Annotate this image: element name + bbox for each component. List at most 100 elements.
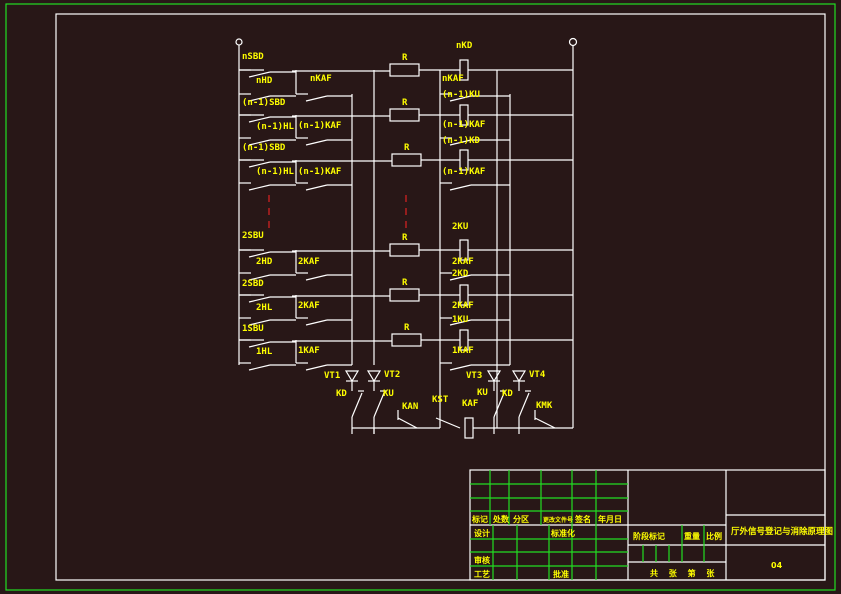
label-ku-left: KU [383, 389, 394, 399]
drawing-number: 04 [771, 561, 783, 570]
resistor-label: R [404, 143, 410, 153]
right-label: 2KAF [452, 301, 474, 311]
contact-down-blade [248, 274, 271, 281]
resistor [389, 243, 420, 257]
left-label: (n-1)SBD [242, 143, 286, 153]
right-label: nKD [456, 41, 473, 51]
right-label: 2KD [452, 269, 469, 279]
contact-kmk [534, 417, 556, 429]
contact-down-blade [248, 95, 271, 102]
mid-label: nKAF [310, 74, 332, 84]
contact-right-blade [449, 364, 472, 371]
contact-right-blade [449, 319, 472, 326]
left-label: 1HL [256, 347, 273, 357]
right-label: (n-1)KD [442, 136, 481, 146]
contact-right-blade [449, 184, 472, 191]
contact-right-blade [449, 274, 472, 281]
label-kan: KAN [402, 402, 418, 412]
contact-up-blade [248, 296, 271, 303]
header-signature: 签名 [574, 514, 591, 524]
contact-kaf-blade [305, 364, 328, 371]
label-vt1: VT1 [324, 371, 340, 381]
label-kmk: KMK [536, 401, 553, 411]
contact-kan [397, 417, 418, 429]
left-label: (n-1)HL [256, 122, 295, 132]
label-kaf: KAF [462, 399, 478, 409]
terminal-left [235, 38, 243, 46]
contact-down-blade [248, 184, 271, 191]
resistor-label: R [402, 98, 408, 108]
scale: 比例 [706, 531, 722, 541]
terminal-right [568, 37, 578, 47]
contact-down-blade [248, 364, 271, 371]
left-label: nSBD [242, 52, 264, 62]
row-review: 审核 [474, 555, 490, 565]
header-count: 处数 [492, 514, 510, 524]
contact-up-blade [248, 341, 271, 348]
header-zone: 分区 [513, 514, 529, 524]
label-vt2: VT2 [384, 370, 400, 380]
diode-vt1 [344, 370, 360, 383]
right-label: (n-1)KU [442, 90, 480, 100]
right-label: 2KU [452, 222, 468, 232]
contact-kaf-blade [305, 319, 328, 326]
resistor-label: R [402, 233, 408, 243]
label-kd-right: KD [502, 389, 513, 399]
left-label: 2HL [256, 303, 273, 313]
left-label: nHD [256, 76, 273, 86]
mid-label: 2KAF [298, 301, 320, 311]
header-date: 年月日 [598, 514, 622, 524]
contact-right-blade [449, 139, 472, 146]
kaf-coil [464, 417, 474, 439]
diode-vt4 [511, 370, 527, 383]
drawing-title: 厅外信号登记与消除原理图 [731, 526, 833, 537]
right-label: 2KAF [452, 257, 474, 267]
label-ku-right: KU [477, 388, 488, 398]
right-label: 1KAF [452, 346, 474, 356]
row-process: 工艺 [474, 569, 490, 579]
contact-up-blade [248, 71, 271, 78]
wiring [235, 37, 578, 439]
label-kst: KST [432, 395, 449, 405]
left-label: (n-1)SBD [242, 98, 286, 108]
contact-right-blade [449, 95, 472, 102]
mid-label: 2KAF [298, 257, 320, 267]
diode-vt2 [366, 370, 382, 383]
resistor-label: R [404, 323, 410, 333]
header-change-doc: 更改文件号 [543, 516, 573, 524]
resistor-label: R [402, 53, 408, 63]
resistor-label: R [402, 278, 408, 288]
contact-down-blade [248, 139, 271, 146]
row-standard: 标准化 [550, 528, 575, 538]
contact-kd-right [518, 392, 530, 418]
contact-kd-left [351, 392, 363, 418]
right-label: (n-1)KAF [442, 120, 485, 130]
contact-kaf-blade [305, 95, 328, 102]
weight: 重量 [684, 531, 700, 541]
resistor [391, 333, 422, 347]
header-mark: 标记 [471, 514, 488, 524]
right-label: (n-1)KAF [442, 167, 485, 177]
row-design: 设计 [474, 528, 490, 538]
mid-label: (n-1)KAF [298, 167, 341, 177]
contact-up-blade [248, 251, 271, 258]
contact-kaf-blade [305, 274, 328, 281]
resistor [389, 288, 420, 302]
right-label: nKAF [442, 74, 464, 84]
contact-up-blade [248, 161, 271, 168]
mid-label: (n-1)KAF [298, 121, 341, 131]
stage-mark: 阶段标记 [633, 531, 665, 541]
right-label: 1KU [452, 315, 468, 325]
contact-up-blade [248, 116, 271, 123]
contact-down-blade [248, 319, 271, 326]
contact-kst [435, 417, 461, 429]
contact-ku-left [373, 392, 385, 418]
diode-vt3 [486, 370, 502, 383]
inner-frame [55, 13, 826, 581]
label-kd-left: KD [336, 389, 347, 399]
label-vt3: VT3 [466, 371, 482, 381]
title-block: 标记 处数 分区 更改文件号 签名 年月日 设计 标准化 审核 工艺 批准 阶段… [469, 469, 833, 581]
left-label: (n-1)HL [256, 167, 295, 177]
